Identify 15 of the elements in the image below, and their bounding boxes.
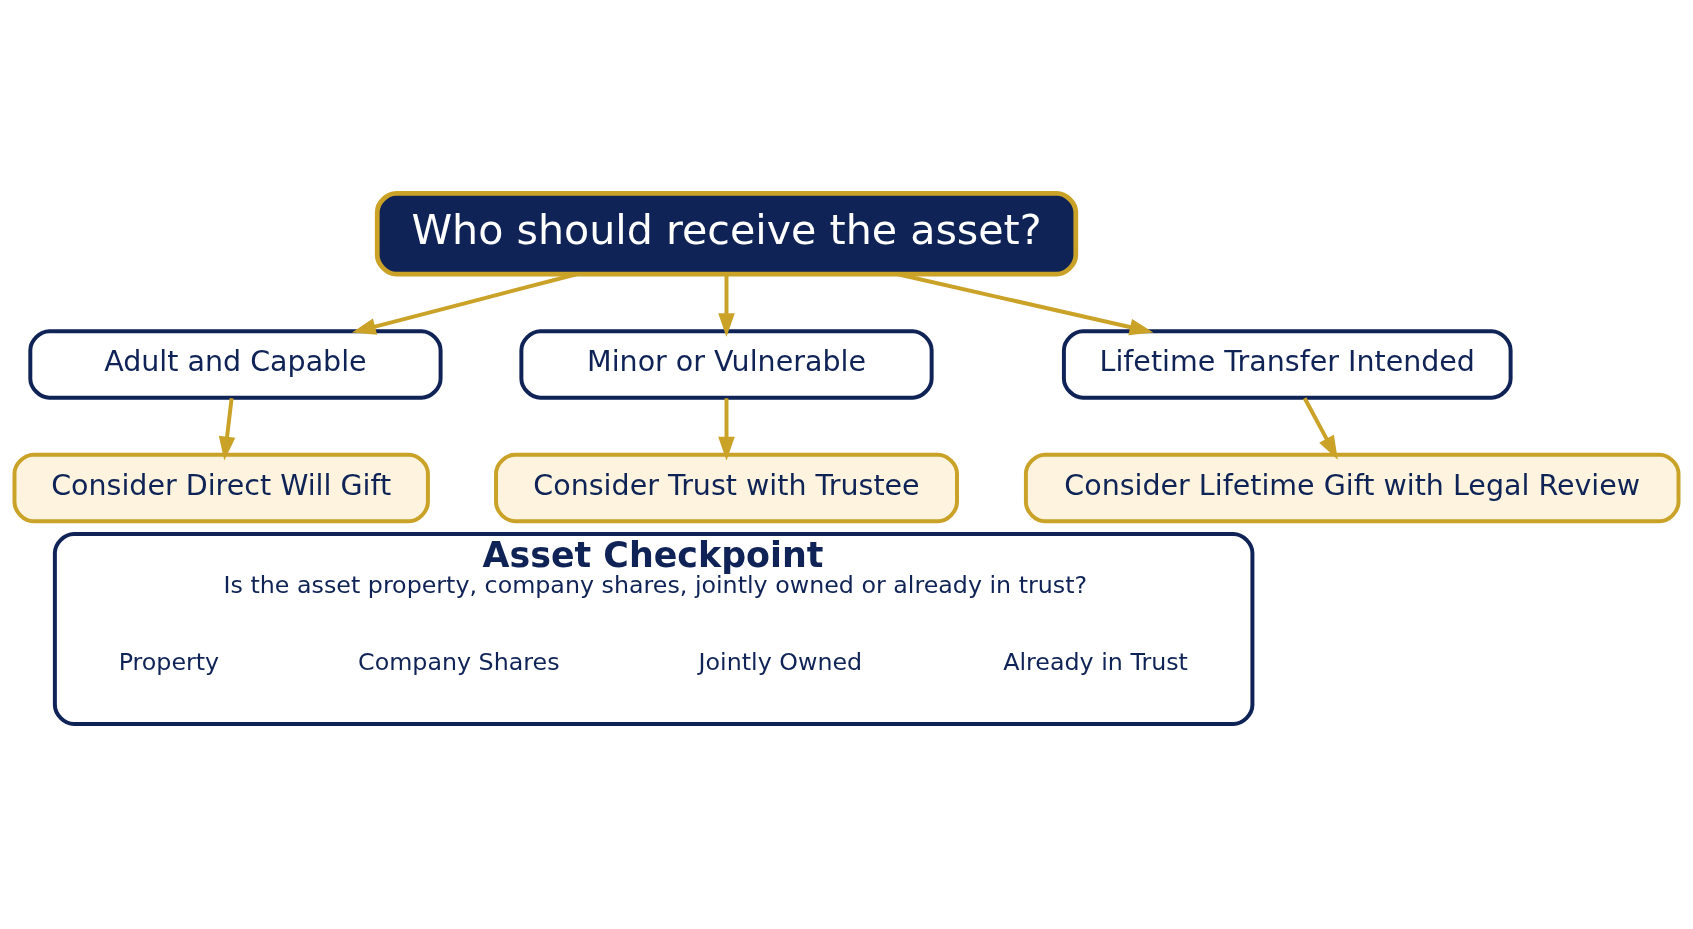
arrow (218, 397, 236, 460)
node-box: Consider Direct Will Gift (12, 452, 430, 523)
node-box: Minor or Vulnerable (519, 328, 934, 400)
arrow (718, 397, 735, 460)
node-text: Property (118, 647, 220, 676)
arrow (1302, 396, 1338, 460)
node-text: Jointly Owned (698, 647, 863, 676)
node-box: Who should receive the asset? (374, 190, 1079, 276)
node-box: Consider Trust with Trustee (494, 452, 959, 523)
arrow (718, 273, 735, 337)
node-text: Already in Trust (1003, 647, 1188, 676)
node-box: Lifetime Transfer Intended (1061, 328, 1513, 400)
node-box: Adult and Capable (28, 328, 443, 400)
node-box: Consider Lifetime Gift with Legal Review (1023, 452, 1681, 523)
node-text: Company Shares (358, 647, 560, 676)
